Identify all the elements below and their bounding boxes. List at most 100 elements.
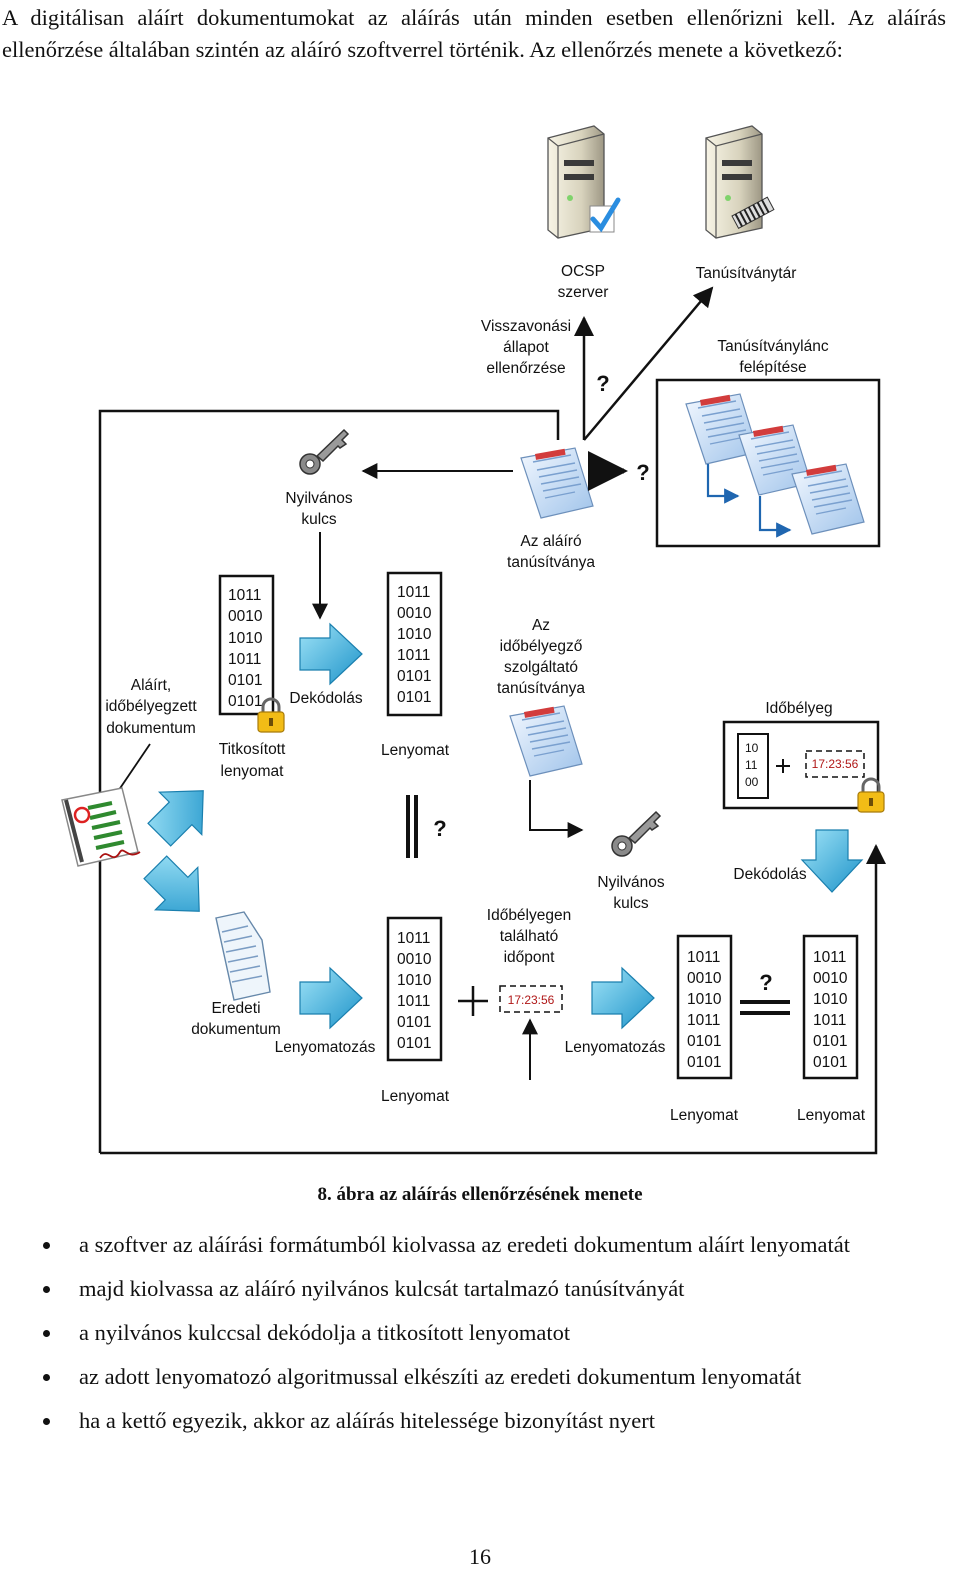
svg-text:0010: 0010 bbox=[397, 605, 432, 622]
decoded-hash-label: Lenyomat bbox=[381, 742, 450, 759]
revocation-label-1: Visszavonási bbox=[481, 318, 571, 335]
split-arrow-up-icon bbox=[137, 768, 226, 857]
certificate-store-server-icon bbox=[705, 125, 775, 239]
verification-frame bbox=[98, 409, 560, 1153]
timestamp-bits: 10 11 00 bbox=[745, 741, 759, 789]
decoded-hash-box bbox=[386, 571, 443, 717]
encrypted-hash-binary: 1011 0010 1010 1011 0101 0101 bbox=[228, 587, 263, 710]
hashing-arrow-icon-2 bbox=[591, 967, 655, 1029]
public-key-2-label-2: kulcs bbox=[613, 895, 649, 912]
chain-label-2: felépítése bbox=[739, 359, 806, 376]
decode-arrow-icon-2 bbox=[801, 829, 863, 893]
signer-cert-label-1: Az aláíró bbox=[520, 533, 581, 550]
encrypted-hash-label-1: Titkosított bbox=[219, 741, 286, 758]
svg-text:1011: 1011 bbox=[397, 993, 430, 1010]
decode-label-2: Dekódolás bbox=[733, 866, 806, 883]
svg-text:11: 11 bbox=[745, 758, 758, 772]
signed-document-icon bbox=[61, 787, 141, 867]
timestamped-hash-binary: 1011 0010 1010 1011 0101 0101 bbox=[687, 949, 722, 1071]
tsa-cert-label-2: időbélyegző bbox=[500, 638, 583, 655]
svg-text:1011: 1011 bbox=[687, 949, 720, 966]
svg-text:10: 10 bbox=[745, 741, 759, 755]
tsa-cert-label-4: tanúsítványa bbox=[497, 680, 585, 697]
computed-hash-binary: 1011 0010 1010 1011 0101 0101 bbox=[397, 930, 432, 1052]
public-key-label-2: kulcs bbox=[301, 511, 337, 528]
revocation-label-3: ellenőrzése bbox=[486, 360, 565, 377]
svg-text:1011: 1011 bbox=[687, 1012, 720, 1029]
list-item: ha a kettő egyezik, akkor az aláírás hit… bbox=[0, 1399, 944, 1443]
decoded-timestamp-hash-box bbox=[802, 934, 859, 1080]
original-doc-label-2: dokumentum bbox=[191, 1021, 281, 1038]
svg-text:0101: 0101 bbox=[687, 1054, 721, 1071]
ocsp-server-icon bbox=[547, 125, 621, 239]
tsa-cert-label-3: szolgáltató bbox=[504, 659, 578, 676]
revocation-label-2: állapot bbox=[503, 339, 549, 356]
split-arrow-down-icon bbox=[133, 845, 222, 934]
certificate-store-label: Tanúsítványtár bbox=[696, 265, 797, 282]
bullet-icon bbox=[43, 1418, 50, 1425]
hashing-label-1: Lenyomatozás bbox=[275, 1039, 376, 1056]
svg-text:0101: 0101 bbox=[397, 668, 431, 685]
figure-caption: 8. ábra az aláírás ellenőrzésének menete bbox=[317, 1184, 643, 1205]
encrypted-hash-box bbox=[218, 574, 275, 716]
svg-text:1011: 1011 bbox=[228, 651, 261, 668]
timestamp-bits-box bbox=[737, 733, 769, 799]
timestamp-time-box bbox=[805, 750, 865, 778]
compare-symbol bbox=[406, 795, 418, 858]
hashing-label-2: Lenyomatozás bbox=[565, 1039, 666, 1056]
svg-text:1010: 1010 bbox=[813, 991, 848, 1008]
decoded-hash-binary: 1011 0010 1010 1011 0101 0101 bbox=[397, 584, 432, 706]
original-doc-label-1: Eredeti bbox=[211, 1000, 260, 1017]
encrypted-hash-label-2: lenyomat bbox=[221, 763, 285, 780]
hashing-arrow-icon-1 bbox=[299, 967, 363, 1029]
timestamped-hash-label: Lenyomat bbox=[670, 1107, 739, 1124]
public-key-2-label-1: Nyilvános bbox=[597, 874, 664, 891]
question-mark-revocation: ? bbox=[596, 371, 609, 396]
svg-text:0101: 0101 bbox=[813, 1054, 847, 1071]
svg-text:1011: 1011 bbox=[397, 584, 430, 601]
intro-paragraph: A digitálisan aláírt dokumentumokat az a… bbox=[2, 5, 946, 62]
ts-time-box bbox=[499, 985, 563, 1013]
svg-text:1011: 1011 bbox=[397, 930, 430, 947]
steps-list: a szoftver az aláírási formátumból kiolv… bbox=[0, 1223, 944, 1443]
decode-label: Dekódolás bbox=[289, 690, 362, 707]
signer-certificate-icon bbox=[520, 447, 594, 519]
page-number: 16 bbox=[469, 1544, 491, 1569]
svg-text:0101: 0101 bbox=[228, 693, 262, 710]
svg-text:1011: 1011 bbox=[813, 1012, 846, 1029]
chain-label-1: Tanúsítványlánc bbox=[717, 338, 828, 355]
bullet-icon bbox=[43, 1374, 50, 1381]
store-arrow bbox=[583, 286, 714, 441]
question-mark-compare: ? bbox=[433, 816, 446, 841]
list-item: a nyilvános kulccsal dekódolja a titkosí… bbox=[0, 1311, 944, 1355]
equal-symbol bbox=[740, 1000, 790, 1015]
svg-text:0101: 0101 bbox=[813, 1033, 847, 1050]
svg-text:1011: 1011 bbox=[228, 587, 261, 604]
svg-text:1010: 1010 bbox=[687, 991, 722, 1008]
decode-arrow-icon bbox=[299, 623, 363, 685]
bullet-icon bbox=[43, 1286, 50, 1293]
public-key-label-1: Nyilvános bbox=[285, 490, 352, 507]
ocsp-label-2: szerver bbox=[558, 284, 609, 301]
question-mark-equal: ? bbox=[759, 970, 772, 995]
signed-doc-label-2: időbélyegzett bbox=[105, 698, 197, 715]
computed-hash-box bbox=[386, 916, 443, 1062]
svg-text:1010: 1010 bbox=[397, 626, 432, 643]
decoded-timestamp-hash-binary: 1011 0010 1010 1011 0101 0101 bbox=[813, 949, 848, 1071]
timestamped-hash-box bbox=[676, 934, 733, 1080]
ts-time-label-1: Időbélyegen bbox=[487, 907, 571, 924]
svg-text:0101: 0101 bbox=[687, 1033, 721, 1050]
list-item: a szoftver az aláírási formátumból kiolv… bbox=[0, 1223, 944, 1267]
decoded-timestamp-hash-label: Lenyomat bbox=[797, 1107, 866, 1124]
timestamp-time-value: 17:23:56 bbox=[812, 757, 859, 771]
svg-text:1011: 1011 bbox=[813, 949, 846, 966]
svg-text:0101: 0101 bbox=[397, 1014, 431, 1031]
svg-text:0101: 0101 bbox=[397, 689, 431, 706]
ts-time-value: 17:23:56 bbox=[508, 993, 555, 1007]
svg-text:00: 00 bbox=[745, 775, 759, 789]
signed-doc-label-3: dokumentum bbox=[106, 720, 196, 737]
list-item: az adott lenyomatozó algoritmussal elkés… bbox=[0, 1355, 944, 1399]
verification-diagram: OCSP szerver Tanúsítványtár Visszavonási… bbox=[61, 125, 886, 1155]
tsa-cert-label-1: Az bbox=[532, 617, 550, 634]
plus-symbol bbox=[458, 986, 488, 1016]
